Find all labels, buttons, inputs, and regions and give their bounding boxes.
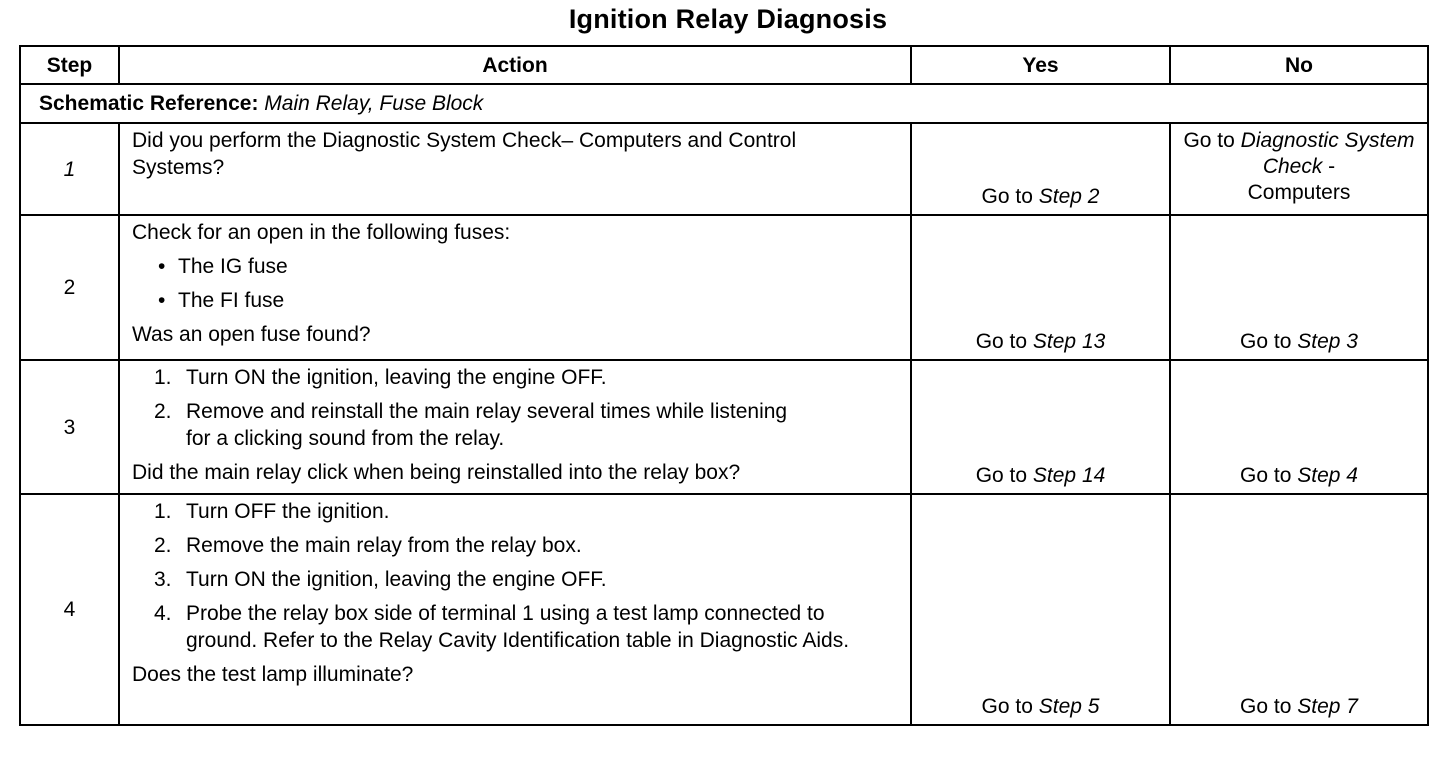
go-to-text: Go to bbox=[1240, 695, 1292, 718]
go-to-text: Go to bbox=[1240, 330, 1292, 353]
table-row: 4 1.Turn OFF the ignition. 2.Remove the … bbox=[19, 493, 1429, 726]
step-number: 2 bbox=[19, 214, 120, 361]
go-to-text: Go to bbox=[981, 185, 1033, 208]
numbered-item: 2.Remove and reinstall the main relay se… bbox=[154, 400, 788, 450]
yes-step-ref: Step 13 bbox=[1032, 330, 1106, 353]
table-row: 1 Did you perform the Diagnostic System … bbox=[19, 122, 1429, 216]
page-title: Ignition Relay Diagnosis bbox=[568, 4, 888, 34]
numbered-item: 2.Remove the main relay from the relay b… bbox=[154, 534, 582, 557]
go-to-text: Go to bbox=[975, 464, 1028, 487]
yes-cell: Go to Step 2 bbox=[910, 122, 1171, 216]
diagnosis-table: Step Action Yes No Schematic Reference: … bbox=[19, 45, 1429, 726]
step-number: 1 bbox=[19, 122, 120, 216]
action-question: Was an open fuse found? bbox=[132, 323, 371, 346]
header-no: No bbox=[1169, 45, 1429, 85]
action-question: Does the test lamp illuminate? bbox=[132, 663, 414, 686]
numbered-item: 4.Probe the relay box side of terminal 1… bbox=[154, 602, 850, 652]
yes-step-ref: Step 5 bbox=[1038, 695, 1100, 718]
header-yes: Yes bbox=[910, 45, 1171, 85]
schematic-value: Main Relay, Fuse Block bbox=[264, 92, 484, 115]
step-number: 4 bbox=[19, 493, 120, 726]
no-step-rest: Computers bbox=[1247, 181, 1351, 204]
no-step-ref: Step 7 bbox=[1297, 695, 1358, 718]
step-number: 3 bbox=[19, 359, 120, 495]
go-to-text: Go to bbox=[975, 330, 1028, 353]
schematic-label: Schematic Reference: bbox=[39, 92, 259, 115]
yes-cell: Go to Step 14 bbox=[910, 359, 1171, 495]
no-step-ref: Step 4 bbox=[1297, 464, 1358, 487]
no-cell: Go to Diagnostic System Check - Computer… bbox=[1169, 122, 1429, 216]
yes-step-ref: Step 2 bbox=[1038, 185, 1100, 208]
table-row: 3 1.Turn ON the ignition, leaving the en… bbox=[19, 359, 1429, 495]
no-cell: Go to Step 7 bbox=[1169, 493, 1429, 726]
bullet-item: The FI fuse bbox=[158, 287, 910, 314]
schematic-reference: Schematic Reference: Main Relay, Fuse Bl… bbox=[19, 83, 1429, 124]
action-question: Did you perform the Diagnostic System Ch… bbox=[132, 129, 797, 179]
go-to-text: Go to bbox=[981, 695, 1033, 718]
no-dash: - bbox=[1322, 155, 1336, 178]
no-step-ref: Step 3 bbox=[1297, 330, 1358, 353]
bullet-item: The IG fuse bbox=[158, 253, 910, 280]
numbered-item: 1.Turn OFF the ignition. bbox=[154, 500, 390, 523]
action-cell: 1.Turn ON the ignition, leaving the engi… bbox=[118, 359, 912, 495]
header-step: Step bbox=[19, 45, 120, 85]
yes-cell: Go to Step 13 bbox=[910, 214, 1171, 361]
table-row: 2 Check for an open in the following fus… bbox=[19, 214, 1429, 361]
schematic-row: Schematic Reference: Main Relay, Fuse Bl… bbox=[19, 83, 1429, 124]
header-action: Action bbox=[118, 45, 912, 85]
header-row: Step Action Yes No bbox=[19, 45, 1429, 85]
action-cell: Did you perform the Diagnostic System Ch… bbox=[118, 122, 912, 216]
action-question: Did the main relay click when being rein… bbox=[132, 461, 741, 484]
numbered-item: 3.Turn ON the ignition, leaving the engi… bbox=[154, 568, 607, 591]
yes-cell: Go to Step 5 bbox=[910, 493, 1171, 726]
no-cell: Go to Step 3 bbox=[1169, 214, 1429, 361]
action-intro: Check for an open in the following fuses… bbox=[132, 221, 511, 244]
no-cell: Go to Step 4 bbox=[1169, 359, 1429, 495]
go-to-text: Go to bbox=[1240, 464, 1292, 487]
action-cell: Check for an open in the following fuses… bbox=[118, 214, 912, 361]
action-cell: 1.Turn OFF the ignition. 2.Remove the ma… bbox=[118, 493, 912, 726]
yes-step-ref: Step 14 bbox=[1032, 464, 1106, 487]
numbered-item: 1.Turn ON the ignition, leaving the engi… bbox=[154, 366, 607, 389]
no-step-ref: Diagnostic System Check bbox=[1240, 129, 1415, 178]
go-to-text: Go to bbox=[1183, 129, 1235, 152]
